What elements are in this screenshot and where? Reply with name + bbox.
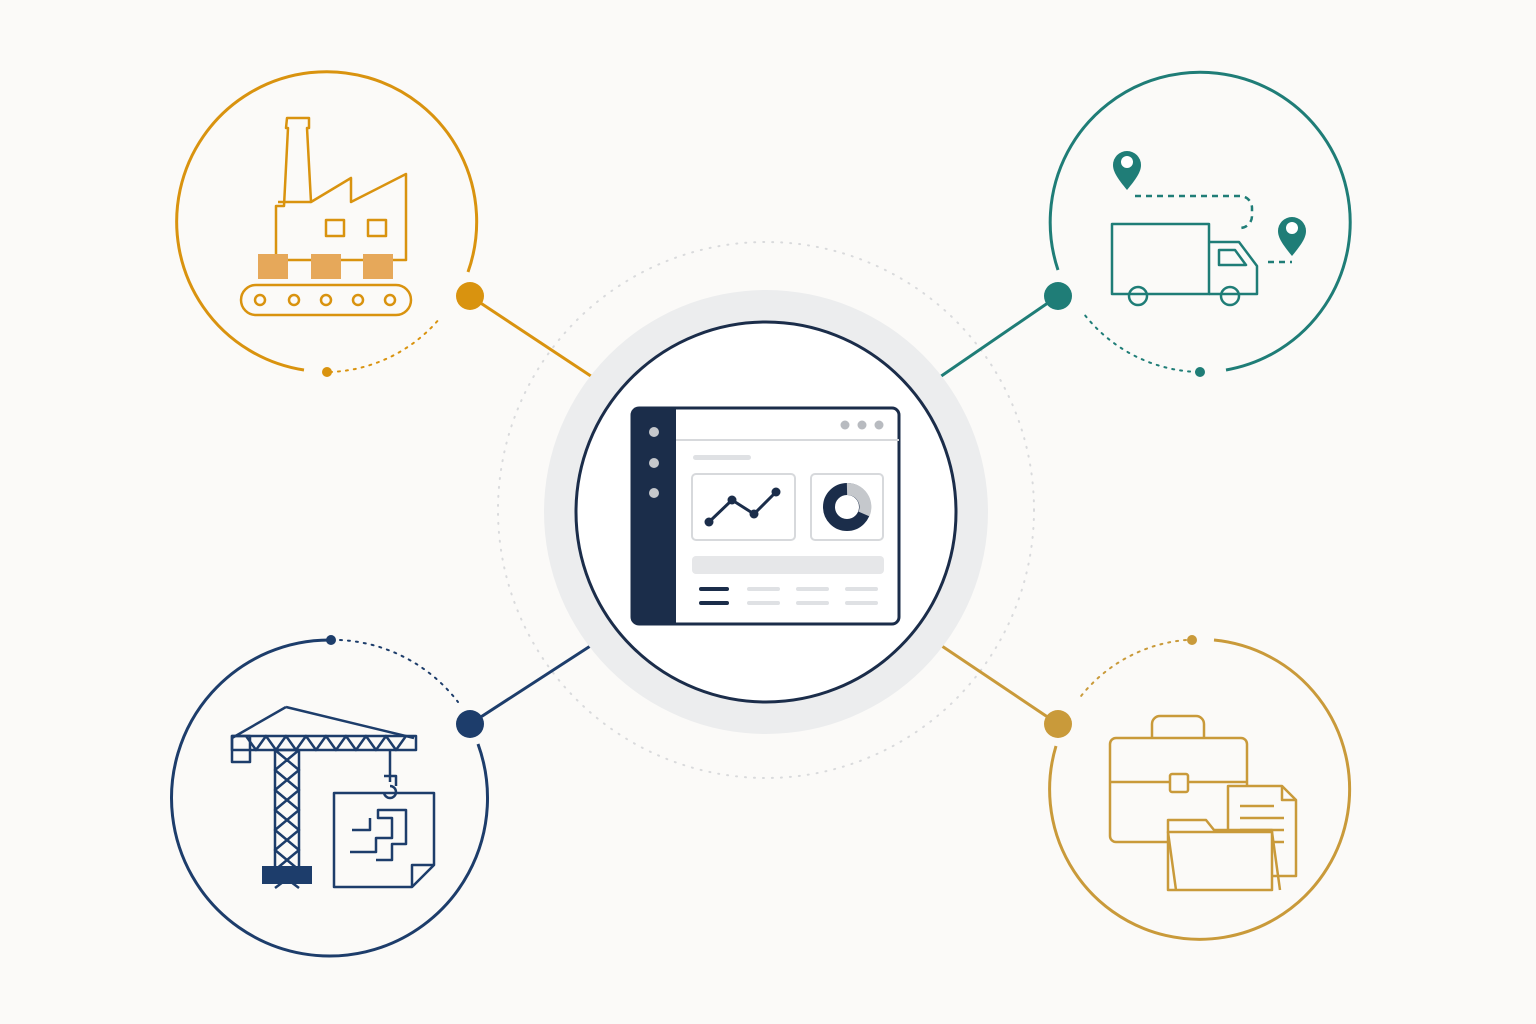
spoke-dotted-arc — [329, 317, 441, 373]
spoke-node — [1044, 710, 1072, 738]
donut-chart-icon — [810, 473, 884, 541]
line-chart-icon — [691, 473, 796, 541]
delivery-truck-route-icon — [1110, 151, 1306, 307]
spoke-bottom-right — [1044, 635, 1352, 941]
factory-conveyor-icon — [239, 116, 413, 317]
spoke-node — [456, 282, 484, 310]
spoke-node — [456, 710, 484, 738]
spoke-arc — [1048, 70, 1352, 372]
spoke-arc — [1048, 638, 1352, 941]
spoke-dotted-arc — [1083, 313, 1199, 373]
briefcase-documents-icon — [1108, 714, 1298, 892]
hub-dotted-ring — [497, 241, 1035, 779]
spoke-arc — [175, 70, 479, 372]
spoke-bottom-left — [170, 635, 489, 958]
construction-crane-blueprint-icon — [230, 705, 436, 889]
spoke-node — [1044, 282, 1072, 310]
spoke-top-right — [1044, 70, 1352, 377]
spoke-arc — [170, 638, 489, 958]
spoke-dotted-arc — [1077, 639, 1187, 701]
spoke-dotted-arc — [339, 639, 459, 703]
spoke-top-left — [175, 70, 484, 377]
dashboard-window-icon — [630, 406, 901, 626]
